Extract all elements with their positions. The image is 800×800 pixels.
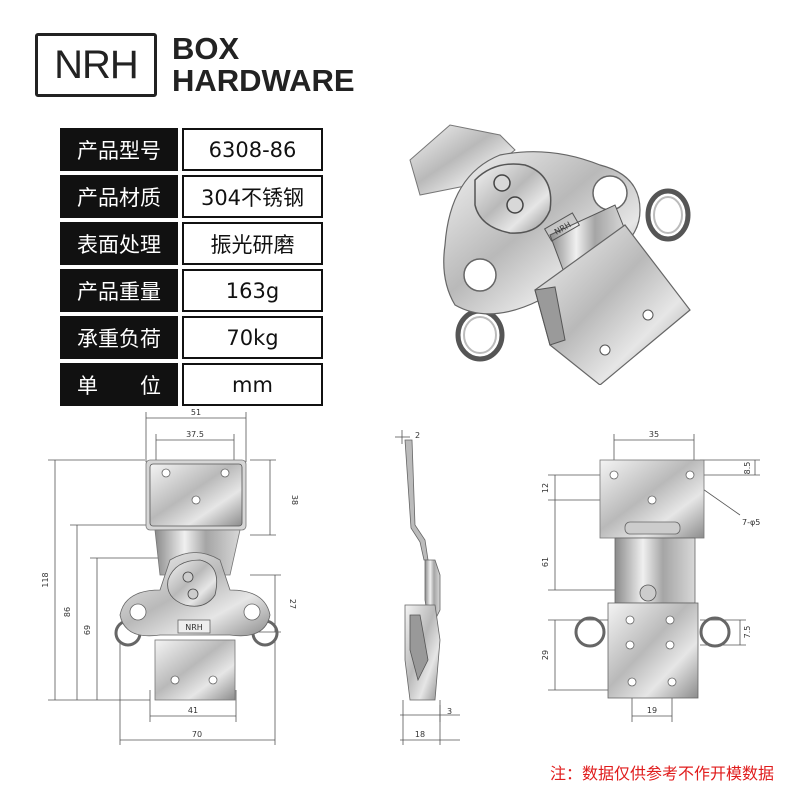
spec-label: 承重负荷 [60,316,178,359]
spec-row: 表面处理 振光研磨 [60,222,323,265]
spec-value: 6308-86 [182,128,323,171]
spec-value: 70kg [182,316,323,359]
spec-row: 产品材质 304不锈钢 [60,175,323,218]
spec-value: 163g [182,269,323,312]
dim-label: 37.5 [186,430,204,439]
side-view [395,430,460,745]
spec-label: 产品型号 [60,128,178,171]
dim-label: 29 [541,650,550,660]
dim-label: 69 [83,625,92,635]
spec-label: 表面处理 [60,222,178,265]
dim-label: 35 [649,430,659,439]
spec-row: 单 位 mm [60,363,323,406]
spec-row: 产品型号 6308-86 [60,128,323,171]
spec-value: 振光研磨 [182,222,323,265]
spec-label: 单 位 [60,363,178,406]
spec-table: 产品型号 6308-86 产品材质 304不锈钢 表面处理 振光研磨 产品重量 … [60,128,323,410]
dim-label: 7.5 [743,626,752,639]
dim-label: 18 [415,730,425,739]
brand-name-line1: BOX [172,31,240,66]
spec-value: 304不锈钢 [182,175,323,218]
dim-label: 7-φ5 [742,518,760,527]
dim-label: 12 [541,483,550,493]
front-view [48,412,281,745]
front-view-labels: 51 37.5 38 118 86 69 27 41 70 NRH [41,408,299,739]
dim-label: 3 [447,707,452,716]
dim-label: 70 [192,730,202,739]
brand-logo: NRH [35,33,157,97]
spec-row: 产品重量 163g [60,269,323,312]
brand-logo-text: NRH [54,42,139,87]
dim-label: 38 [290,495,299,505]
dim-label: 51 [191,408,201,417]
technical-drawings: 51 37.5 38 118 86 69 27 41 70 NRH 2 3 18 [41,408,760,745]
dim-label: 19 [647,706,657,715]
spec-label: 产品材质 [60,175,178,218]
brand-name: BOX HARDWARE [172,33,355,97]
dim-label: 61 [541,557,550,567]
side-view-labels: 2 3 18 [415,431,452,739]
dim-label: 8.5 [743,462,752,475]
spec-value: mm [182,363,323,406]
product-photo: NRH [409,124,691,385]
dim-label: 2 [415,431,420,440]
dim-label: 41 [188,706,198,715]
dim-label: 86 [63,607,72,617]
dim-label: 118 [41,572,50,587]
dim-label: 27 [288,599,297,609]
back-view [548,434,760,722]
back-view-labels: 35 8.5 12 7-φ5 61 7.5 29 19 [541,430,760,715]
spec-label: 产品重量 [60,269,178,312]
spec-row: 承重负荷 70kg [60,316,323,359]
brand-name-line2: HARDWARE [172,63,355,98]
front-view-badge: NRH [185,623,203,632]
disclaimer-note: 注：数据仅供参考不作开模数据 [549,764,774,783]
